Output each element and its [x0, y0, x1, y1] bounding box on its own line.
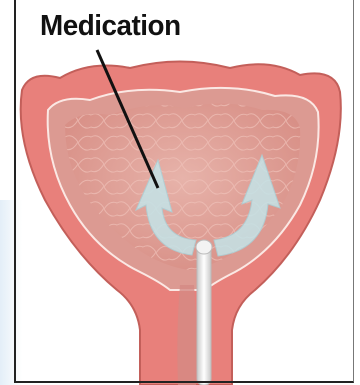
medication-label: Medication: [40, 10, 181, 43]
image-frame: [14, 0, 354, 383]
